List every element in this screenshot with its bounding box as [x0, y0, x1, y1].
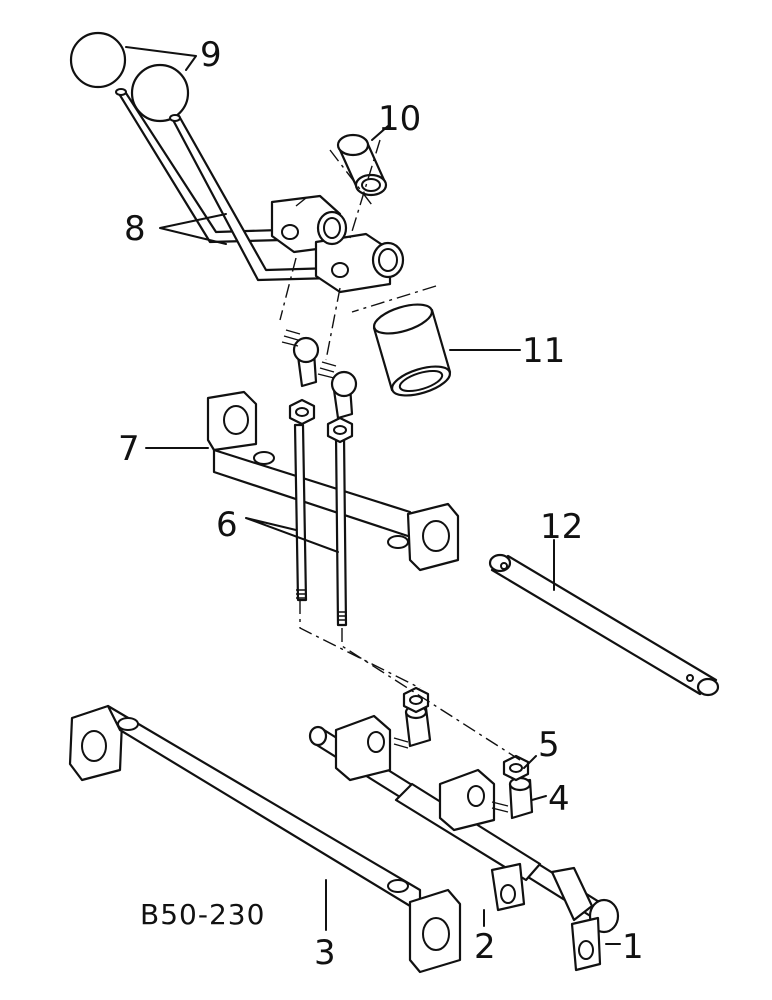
ball-joints: [281, 329, 358, 420]
callout-labels: 9 10 8 11 7 6 12 5 4 3 2 1: [118, 35, 644, 973]
callout-1: 1: [622, 927, 644, 967]
part-2-cross-shaft: [308, 714, 614, 924]
part-6-rods: [288, 398, 354, 627]
assembly-guide-lines: [279, 139, 521, 761]
part-3-bracket: [68, 704, 462, 974]
part-5-nuts: [402, 686, 530, 782]
callout-2: 2: [474, 927, 496, 967]
part-10-bushing: [336, 133, 388, 197]
reference-code: B50-230: [140, 898, 265, 931]
leader-lines: [125, 46, 621, 945]
callout-6: 6: [216, 505, 238, 545]
callout-3: 3: [314, 933, 336, 973]
part-12-shaft: [488, 553, 720, 697]
callout-12: 12: [540, 507, 583, 547]
part-9-knobs: [69, 31, 190, 123]
callout-9: 9: [200, 35, 222, 75]
callout-4: 4: [548, 779, 570, 819]
part-1-end-cap: [570, 898, 620, 972]
callout-7: 7: [118, 429, 140, 469]
callout-10: 10: [378, 99, 421, 139]
part-11-sleeve: [372, 303, 452, 397]
callout-5: 5: [538, 725, 560, 765]
callout-11: 11: [522, 331, 565, 371]
lever-pivot-assembly: [270, 194, 405, 294]
part-7-bracket: [206, 390, 460, 572]
callout-8: 8: [124, 209, 146, 249]
